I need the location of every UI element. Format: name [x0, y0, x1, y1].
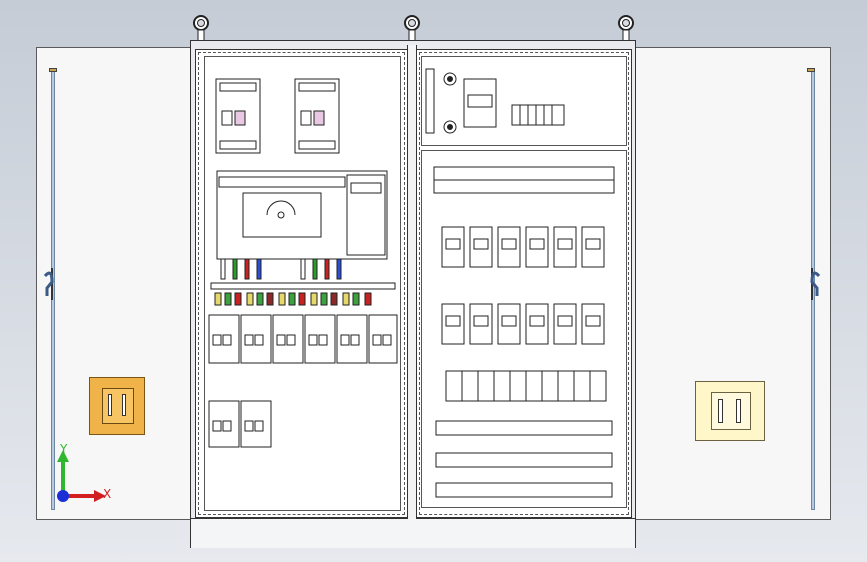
cabinet-plinth [191, 518, 635, 548]
contactor-row [445, 370, 607, 402]
axis-x-label: X [103, 487, 112, 501]
right-door-latch-icon[interactable] [807, 266, 821, 302]
right-door[interactable] [634, 47, 831, 520]
incoming-breaker-1 [215, 78, 261, 154]
relay-row-1 [441, 226, 605, 268]
lifting-eye-center-icon [402, 13, 422, 45]
outgoing-breakers [208, 314, 398, 364]
left-equipment [208, 78, 398, 448]
axis-triad [50, 440, 120, 510]
terminal-strip [433, 166, 615, 194]
left-door-hinge-top-icon [49, 68, 57, 72]
door-handle-right-icon[interactable] [695, 381, 765, 441]
lifting-eye-left-icon [191, 13, 211, 45]
incoming-breaker-2 [294, 78, 340, 154]
right-equipment [425, 68, 615, 498]
right-top-plate [421, 56, 627, 146]
left-door[interactable] [36, 47, 192, 520]
axis-y-label: Y [60, 442, 68, 456]
right-door-hinge-top-icon [807, 68, 815, 72]
terminal-colors [214, 292, 372, 306]
relay-row-2 [441, 303, 605, 345]
lower-breakers [208, 400, 272, 448]
busbar [210, 282, 396, 290]
door-handle-left-icon[interactable] [89, 377, 145, 435]
ats-switch [216, 170, 388, 260]
din-rails [435, 420, 613, 498]
cable-bundle [220, 258, 342, 280]
left-door-latch-icon[interactable] [43, 266, 57, 302]
